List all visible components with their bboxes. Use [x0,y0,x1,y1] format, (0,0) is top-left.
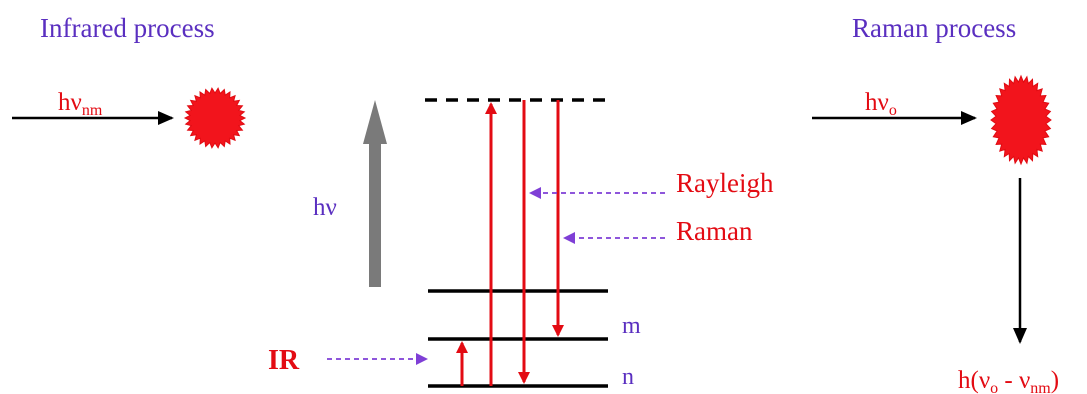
level-m-label: m [622,313,641,339]
raman-photon-label: hνo [865,89,897,119]
level-n-label: n [622,364,634,390]
gray-energy-arrow [363,100,387,287]
infrared-molecule-icon [183,87,247,149]
hv-energy-label: hν [313,194,337,221]
ir-label: IR [268,345,300,376]
infrared-title: Infrared process [40,13,215,43]
raman-title: Raman process [852,13,1016,43]
raman-molecule-icon [990,74,1052,166]
rayleigh-label: Rayleigh [676,168,774,198]
raman-label: Raman [676,216,753,246]
raman-scattered-label: h(νo - νnm) [958,367,1059,394]
infrared-photon-label: hνnm [58,89,103,119]
